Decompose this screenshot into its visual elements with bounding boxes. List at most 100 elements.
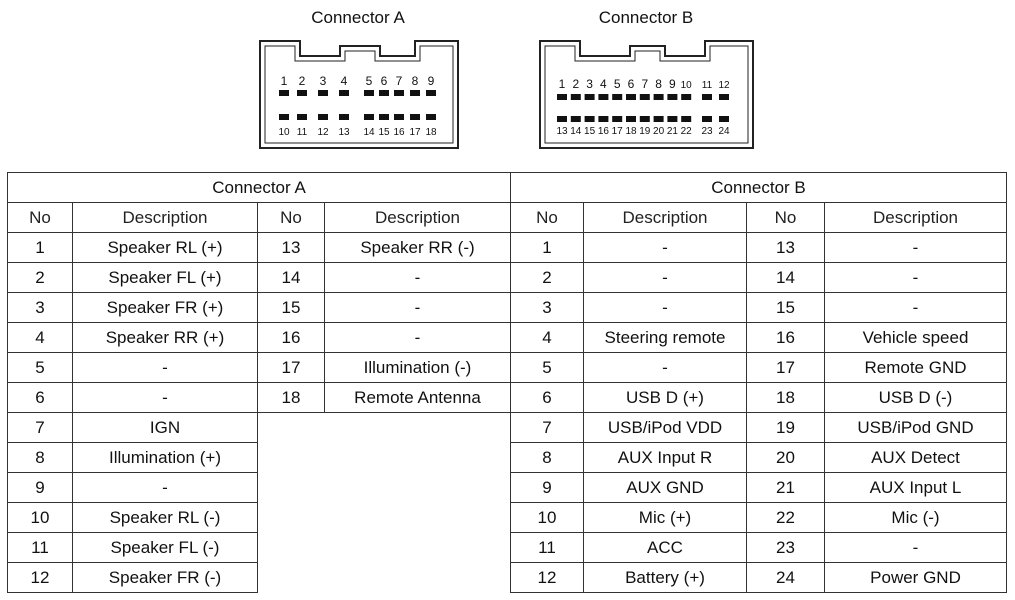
connector-b-top-pin xyxy=(639,94,650,100)
pin-description: - xyxy=(824,232,1007,263)
pin-number: 4 xyxy=(510,322,584,353)
connector-b-bottom-pin xyxy=(570,116,581,122)
connector-b-top-pin-label: 6 xyxy=(628,77,635,91)
pin-description: - xyxy=(324,292,511,323)
connector-a-bottom-pin xyxy=(318,114,328,120)
pin-description: IGN xyxy=(72,412,258,443)
connector-b-top-pin-label: 2 xyxy=(572,77,579,91)
pin-number: 17 xyxy=(746,352,825,383)
pin-number: 10 xyxy=(510,502,584,533)
connector-a-header: Connector A xyxy=(7,172,511,203)
connector-a-top-pin xyxy=(339,90,349,96)
connector-b-top-pin xyxy=(557,94,567,100)
pin-description: USB/iPod VDD xyxy=(583,412,747,443)
pin-description: Speaker RR (-) xyxy=(324,232,511,263)
connector-b-bottom-pin-label: 13 xyxy=(556,126,568,137)
connector-a-bottom-pin xyxy=(410,114,420,120)
pin-number: 16 xyxy=(746,322,825,353)
connector-a-top-pin-label: 4 xyxy=(341,74,348,88)
connector-b-top-pin-label: 10 xyxy=(681,80,693,91)
pin-number: 23 xyxy=(746,532,825,563)
pin-number: 7 xyxy=(510,412,584,443)
pin-number: 11 xyxy=(510,532,584,563)
pin-description: Illumination (-) xyxy=(324,352,511,383)
pin-number: 1 xyxy=(510,232,584,263)
connector-a-bottom-pin-label: 18 xyxy=(425,127,437,138)
pin-number: 8 xyxy=(7,442,73,473)
connector-a-top-pin xyxy=(279,90,289,96)
pin-description: - xyxy=(824,532,1007,563)
connector-b-inner-outline xyxy=(544,45,749,144)
pin-number: 12 xyxy=(7,562,73,593)
pin-number: 10 xyxy=(7,502,73,533)
pin-description: AUX Input L xyxy=(824,472,1007,503)
connector-a-bottom-pin xyxy=(394,114,404,120)
connector-b-bottom-pin xyxy=(626,116,636,122)
connector-a-inner-outline xyxy=(264,45,454,144)
connector-a-top-pin-label: 3 xyxy=(320,74,327,88)
connector-b-top-pin-label: 8 xyxy=(655,77,662,91)
pin-description: Speaker FL (+) xyxy=(72,262,258,293)
pin-description: - xyxy=(583,292,747,323)
connector-a-bottom-pin-label: 14 xyxy=(363,127,375,138)
pin-description: AUX GND xyxy=(583,472,747,503)
pin-number: 11 xyxy=(7,532,73,563)
connector-a-top-pin-label: 1 xyxy=(281,74,288,88)
pin-description: AUX Detect xyxy=(824,442,1007,473)
connector-b-top-pin-label: 7 xyxy=(641,77,648,91)
pin-description: Speaker RL (-) xyxy=(72,502,258,533)
pin-number: 5 xyxy=(7,352,73,383)
connector-a-bottom-pin xyxy=(379,114,389,120)
connector-a-bottom-pin-label: 13 xyxy=(338,127,350,138)
col-header-no: No xyxy=(746,202,825,233)
connector-b-top-pin xyxy=(626,94,636,100)
pin-number: 7 xyxy=(7,412,73,443)
pin-number: 18 xyxy=(257,382,325,413)
connector-a-top-pin-label: 6 xyxy=(381,74,388,88)
pin-description: Speaker FL (-) xyxy=(72,532,258,563)
pin-description: USB/iPod GND xyxy=(824,412,1007,443)
pin-number: 22 xyxy=(746,502,825,533)
connector-a-top-pin xyxy=(297,90,307,96)
pin-number: 18 xyxy=(746,382,825,413)
connector-a-bottom-pin xyxy=(364,114,374,120)
connector-b-top-pin xyxy=(570,94,581,100)
pin-number: 19 xyxy=(746,412,825,443)
connector-b-bottom-pin xyxy=(598,116,609,122)
connector-a-outline xyxy=(259,40,459,149)
connector-a-top-pin-label: 7 xyxy=(396,74,403,88)
col-header-description: Description xyxy=(824,202,1007,233)
connector-a-bottom-pin xyxy=(426,114,436,120)
connector-a-top-pin-label: 9 xyxy=(428,74,435,88)
connector-a-bottom-pin-label: 15 xyxy=(378,127,390,138)
pin-description: USB D (+) xyxy=(583,382,747,413)
connector-b-top-pin-label: 11 xyxy=(702,80,713,91)
col-header-description: Description xyxy=(324,202,511,233)
pin-description: Illumination (+) xyxy=(72,442,258,473)
connector-b-top-pin xyxy=(598,94,609,100)
pin-number: 24 xyxy=(746,562,825,593)
connector-b-bottom-pin-label: 15 xyxy=(584,126,596,137)
connector-a-bottom-pin-label: 10 xyxy=(278,127,290,138)
pin-description: ACC xyxy=(583,532,747,563)
pin-number: 2 xyxy=(510,262,584,293)
pin-number: 4 xyxy=(7,322,73,353)
connector-b-bottom-pin xyxy=(719,116,729,122)
col-header-description: Description xyxy=(72,202,258,233)
pin-description: - xyxy=(824,292,1007,323)
connector-b-bottom-pin-label: 24 xyxy=(718,126,730,137)
pin-description: - xyxy=(824,262,1007,293)
pinout-table: Connector A Connector B No Description N… xyxy=(7,172,1007,593)
connector-b-bottom-pin xyxy=(667,116,678,122)
pin-number: 20 xyxy=(746,442,825,473)
pin-description: - xyxy=(72,382,258,413)
col-header-no: No xyxy=(510,202,584,233)
pin-description: - xyxy=(583,262,747,293)
